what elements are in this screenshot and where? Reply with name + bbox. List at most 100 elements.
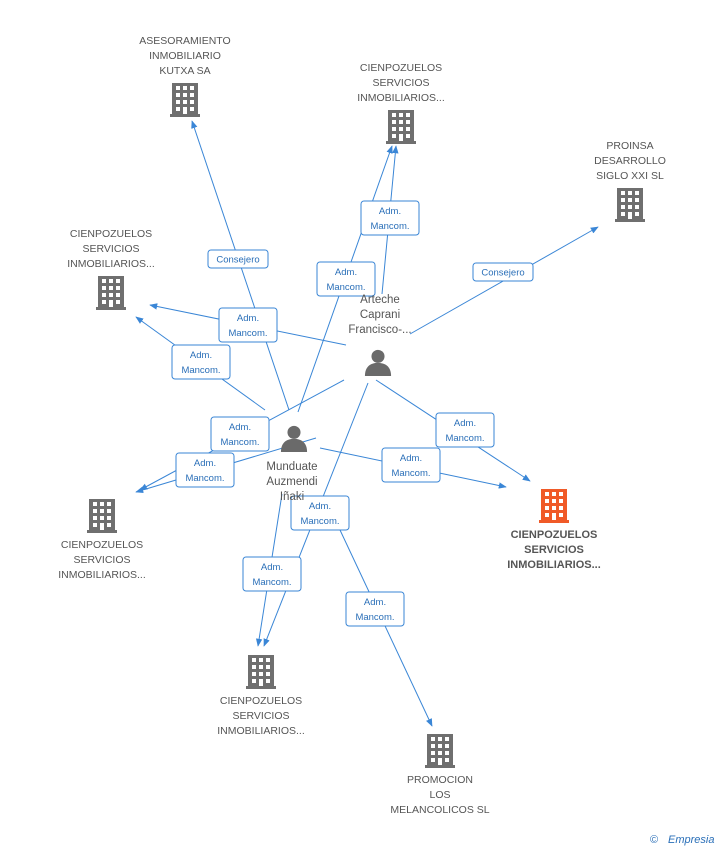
node-label-line: INMOBILIARIOS...: [67, 258, 155, 270]
edge-label-text: Adm.: [364, 597, 386, 608]
copyright-symbol: ©: [650, 834, 658, 846]
building-icon[interactable]: [386, 110, 416, 144]
building-icon[interactable]: [170, 83, 200, 117]
node-label-line: INMOBILIARIOS...: [357, 92, 445, 104]
edge-label-text: Mancom.: [300, 516, 339, 527]
node-label-line: Iñaki: [280, 491, 304, 503]
edge-label-box[interactable]: [381, 447, 441, 483]
edge-label-p1-c3[interactable]: Consejero: [472, 262, 534, 282]
edge-label-text: Adm.: [400, 453, 422, 464]
edge-label-box[interactable]: [242, 556, 302, 592]
person-icon[interactable]: [280, 425, 308, 452]
company-node-c8[interactable]: PROMOCION LOS MELANCOLICOS SL: [390, 734, 490, 816]
edge-label-p2-c4[interactable]: Adm. Mancom.: [171, 344, 231, 380]
edge-label-p2-c2[interactable]: Adm.Mancom.: [316, 261, 376, 297]
edge-label-box[interactable]: [218, 307, 278, 343]
node-label-line: Arteche: [360, 294, 400, 306]
edge-label-text: Adm.: [229, 422, 251, 433]
edge-label-p2-c6[interactable]: Adm.Mancom.: [175, 452, 235, 488]
node-label-line: Auzmendi: [266, 476, 317, 488]
edge-label-p1-c2[interactable]: Adm. Mancom.: [360, 200, 420, 236]
edge-labels-layer: ConsejeroConsejeroAdm.Mancom.Adm.Mancom.…: [171, 200, 534, 627]
node-label-line: INMOBILIARIOS...: [217, 725, 305, 737]
edge-label-text: Adm.: [454, 418, 476, 429]
node-label-line: PROMOCION: [407, 774, 473, 786]
node-label-line: SERVICIOS: [83, 243, 140, 255]
edge-label-box[interactable]: [207, 249, 269, 269]
edge-p1-c8: [339, 529, 433, 727]
building-icon[interactable]: [539, 489, 569, 523]
building-icon[interactable]: [615, 188, 645, 222]
edge-label-text: Adm.: [190, 350, 212, 361]
node-label-line: KUTXA SA: [159, 65, 210, 77]
node-label-line: CIENPOZUELOS: [360, 62, 442, 74]
node-label-line: LOS: [429, 789, 450, 801]
company-node-c5[interactable]: CIENPOZUELOS SERVICIOS INMOBILIARIOS...: [507, 489, 601, 571]
node-label-line: PROINSA: [606, 140, 653, 152]
node-label-line: INMOBILIARIO: [149, 50, 221, 62]
node-label-line: SIGLO XXI SL: [596, 170, 664, 182]
edge-label-p2-c1[interactable]: Consejero: [207, 249, 269, 269]
node-label-line: Francisco-...: [348, 324, 411, 336]
edge-label-text: Adm.: [261, 562, 283, 573]
edge-label-text: Consejero: [481, 268, 524, 279]
node-label-line: Munduate: [266, 461, 317, 473]
node-label-line: CIENPOZUELOS: [220, 695, 302, 707]
node-label-line: CIENPOZUELOS: [61, 539, 143, 551]
edge-label-text: Mancom.: [228, 328, 267, 339]
company-node-c6[interactable]: CIENPOZUELOS SERVICIOS INMOBILIARIOS...: [58, 499, 146, 581]
edge-label-p2-c7[interactable]: Adm. Mancom.: [242, 556, 302, 592]
edge-label-p1-c5[interactable]: Adm. Mancom.: [435, 412, 495, 448]
company-node-c2[interactable]: CIENPOZUELOSSERVICIOSINMOBILIARIOS...: [357, 62, 445, 144]
node-label-line: Caprani: [360, 309, 400, 321]
edge-label-box[interactable]: [360, 200, 420, 236]
node-label-line: SERVICIOS: [74, 554, 131, 566]
edge-label-box[interactable]: [290, 495, 350, 531]
edge-label-text: Adm.: [194, 458, 216, 469]
node-label-line: CIENPOZUELOS: [70, 228, 152, 240]
edge-label-text: Adm.: [309, 501, 331, 512]
company-node-c4[interactable]: CIENPOZUELOS SERVICIOS INMOBILIARIOS...: [67, 228, 155, 310]
edge-label-box[interactable]: [316, 261, 376, 297]
building-icon[interactable]: [246, 655, 276, 689]
person-icon[interactable]: [364, 349, 392, 376]
edge-label-p1-c4[interactable]: Adm. Mancom.: [218, 307, 278, 343]
edge-label-p1-c8[interactable]: Adm.Mancom.: [345, 591, 405, 627]
node-label-line: INMOBILIARIOS...: [58, 569, 146, 581]
edge-label-text: Adm.: [335, 267, 357, 278]
edge-label-text: Adm.: [379, 206, 401, 217]
edge-label-p1-c6[interactable]: Adm. Mancom.: [210, 416, 270, 452]
edge-label-p2-c5[interactable]: Adm. Mancom.: [381, 447, 441, 483]
edge-label-box[interactable]: [171, 344, 231, 380]
edge-label-box[interactable]: [175, 452, 235, 488]
node-label-line: MELANCOLICOS SL: [390, 804, 489, 816]
company-node-c7[interactable]: CIENPOZUELOSSERVICIOSINMOBILIARIOS...: [217, 655, 305, 737]
edge-label-text: Mancom.: [181, 365, 220, 376]
edge-label-text: Mancom.: [445, 433, 484, 444]
edge-label-box[interactable]: [345, 591, 405, 627]
edge-label-text: Consejero: [216, 255, 259, 266]
edge-label-text: Mancom.: [252, 577, 291, 588]
node-label-line: INMOBILIARIOS...: [507, 559, 601, 571]
edge-label-text: Mancom.: [391, 468, 430, 479]
building-icon[interactable]: [96, 276, 126, 310]
building-icon[interactable]: [87, 499, 117, 533]
edge-label-box[interactable]: [435, 412, 495, 448]
edge-label-p1-c7[interactable]: Adm. Mancom.: [290, 495, 350, 531]
edge-label-text: Adm.: [237, 313, 259, 324]
brand-logo: Empresia: [668, 834, 714, 846]
person-node-p1[interactable]: ArtecheCapraniFrancisco-...: [348, 294, 412, 376]
node-label-line: CIENPOZUELOS: [511, 529, 598, 541]
edge-label-text: Mancom.: [370, 221, 409, 232]
edge-label-box[interactable]: [210, 416, 270, 452]
edge-label-text: Mancom.: [220, 437, 259, 448]
edge-label-box[interactable]: [472, 262, 534, 282]
building-icon[interactable]: [425, 734, 455, 768]
node-label-line: SERVICIOS: [524, 544, 584, 556]
footer: © Empresia: [650, 834, 714, 846]
